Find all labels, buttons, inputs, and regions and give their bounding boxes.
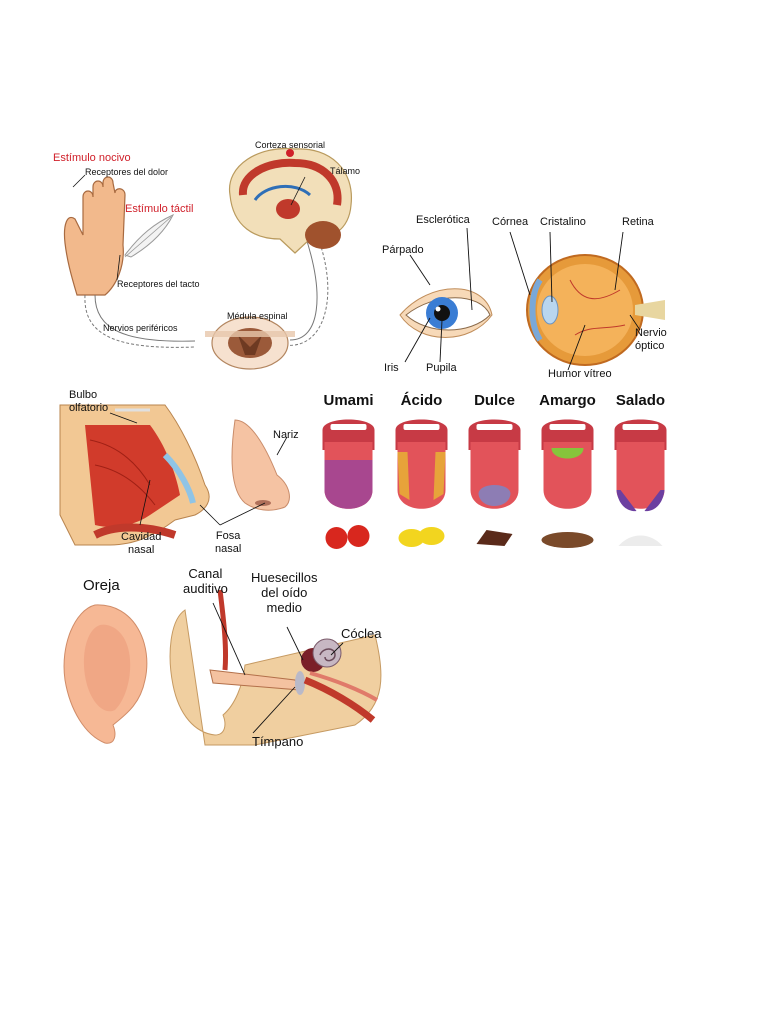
label-ossicles: Huesecillos del oído medio xyxy=(251,570,318,615)
taste-label: Dulce xyxy=(474,392,515,409)
label-sclera: Esclerótica xyxy=(416,214,470,226)
salt-illustration xyxy=(618,535,663,546)
teeth-shape xyxy=(476,424,513,430)
label-lens: Cristalino xyxy=(540,216,586,228)
taste-column: Salado xyxy=(604,390,677,560)
eye-cross-section xyxy=(526,254,665,366)
label-nasal-cavity: Cavidad nasal xyxy=(121,531,162,556)
label-olfactory-bulb: Bulbo olfatorio xyxy=(69,389,109,414)
label-ear-canal: Canal auditivo xyxy=(183,566,228,596)
eye-diagram: Esclerótica Córnea Cristalino Retina Pár… xyxy=(380,210,680,385)
label-thalamus: Tálamo xyxy=(330,166,361,176)
tongue-shape xyxy=(397,442,446,509)
tongue-illustration xyxy=(614,419,667,546)
taste-column: Amargo xyxy=(531,390,604,560)
label-retina: Retina xyxy=(622,216,654,228)
eye-illustration xyxy=(399,227,665,371)
smell-illustration xyxy=(59,404,290,546)
label-iris: Iris xyxy=(384,362,399,374)
brain-illustration xyxy=(228,147,352,254)
taste-diagram: Umami Ácido Dulce Amargo Salado xyxy=(312,390,682,560)
teeth-shape xyxy=(403,424,440,430)
hand-illustration xyxy=(63,176,126,296)
taste-zone xyxy=(324,460,373,509)
tongue-illustration xyxy=(468,419,521,546)
tongue-illustration xyxy=(541,419,594,548)
label-cornea: Córnea xyxy=(492,216,529,228)
smell-diagram: Bulbo olfatorio Nariz Cavidad nasal Fosa… xyxy=(55,385,310,560)
teeth-shape xyxy=(622,424,659,430)
taste-zone xyxy=(397,452,446,500)
nasal-cross-section xyxy=(59,404,210,546)
label-touch-receptors: Receptores del tacto xyxy=(117,279,200,289)
label-noxious-stimulus: Estímulo nocivo xyxy=(53,152,131,164)
taste-zone xyxy=(478,485,511,506)
taste-label: Amargo xyxy=(539,392,596,409)
hearing-diagram: Oreja Canal auditivo Huesecillos del oíd… xyxy=(55,565,395,755)
taste-label: Umami xyxy=(323,392,374,409)
teeth-shape xyxy=(549,424,586,430)
label-nostril: Fosa nasal xyxy=(215,530,242,555)
taste-zone xyxy=(616,490,665,512)
tongue-shape xyxy=(616,442,665,509)
label-peripheral-nerves: Nervios periféricos xyxy=(103,323,178,333)
label-outer-ear: Oreja xyxy=(83,577,120,594)
external-nose xyxy=(231,419,290,511)
label-pupil: Pupila xyxy=(426,362,457,374)
label-optic-nerve: Nervio óptico xyxy=(635,327,667,352)
tongue-illustration xyxy=(395,419,448,547)
taste-column: Ácido xyxy=(385,390,458,560)
label-sensory-cortex: Corteza sensorial xyxy=(255,140,326,150)
label-eyelid: Párpado xyxy=(382,244,424,256)
tongue-illustration xyxy=(322,419,375,549)
taste-zone xyxy=(551,448,584,459)
taste-label: Salado xyxy=(615,392,666,409)
tongue-shape xyxy=(543,442,592,509)
touch-pathway-illustration xyxy=(63,147,352,370)
ear-illustration xyxy=(63,589,382,746)
tomato-illustration xyxy=(325,525,370,549)
taste-column: Dulce xyxy=(458,390,531,560)
teeth-shape xyxy=(330,424,367,430)
taste-columns: Umami Ácido Dulce Amargo Salado xyxy=(312,390,682,560)
touch-pathway-diagram: Estímulo nocivo Receptores del dolor Est… xyxy=(53,135,365,380)
ear-cross-section xyxy=(169,589,382,746)
label-pain-receptors: Receptores del dolor xyxy=(85,167,169,177)
label-tactile-stimulus: Estímulo táctil xyxy=(125,203,194,215)
label-vitreous-humor: Humor vítreo xyxy=(548,368,612,380)
lemon-illustration xyxy=(398,527,445,547)
label-nose: Nariz xyxy=(273,429,299,441)
coffee-illustration xyxy=(541,532,594,548)
label-cochlea: Cóclea xyxy=(341,626,382,641)
taste-column: Umami xyxy=(312,390,385,560)
label-eardrum: Tímpano xyxy=(252,734,304,749)
taste-label: Ácido xyxy=(400,392,443,409)
spinal-cord-illustration xyxy=(205,316,295,370)
label-spinal-cord: Médula espinal xyxy=(227,311,288,321)
chocolate-illustration xyxy=(476,530,513,546)
